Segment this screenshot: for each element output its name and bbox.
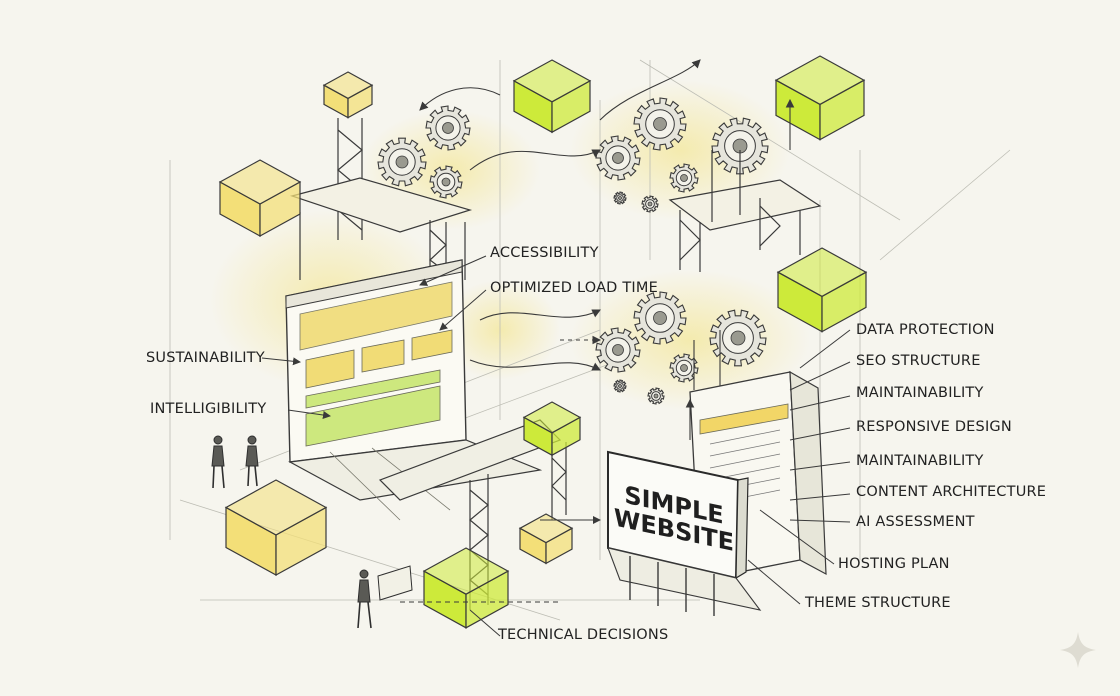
label-maintainability-2: MAINTAINABILITY [856,453,984,469]
cube-icon [774,55,866,141]
label-accessibility: ACCESSIBILITY [490,245,599,261]
gear-icon [669,353,699,383]
gear-icon [669,163,699,193]
cube-icon [776,247,868,333]
label-content-architecture: CONTENT ARCHITECTURE [856,484,1047,500]
cube-icon [522,401,582,457]
cube-group [218,55,868,629]
sparkle-icon [1060,632,1096,668]
gear-icon [595,327,641,373]
sign-board [607,450,762,616]
label-theme-structure: THEME STRUCTURE [805,595,951,611]
flow-arrows [419,59,795,440]
label-data-protection: DATA PROTECTION [856,322,995,338]
label-intelligibility: INTELLIGIBILITY [150,401,267,417]
label-hosting-plan: HOSTING PLAN [838,556,950,572]
label-sustainability: SUSTAINABILITY [146,350,265,366]
gear-icon [633,291,687,345]
label-seo-structure: SEO STRUCTURE [856,353,981,369]
cube-icon [322,71,374,119]
label-technical-decisions: TECHNICAL DECISIONS [498,627,669,643]
label-responsive-design: RESPONSIVE DESIGN [856,419,1012,435]
gear-icon [709,309,767,367]
label-maintainability-1: MAINTAINABILITY [856,385,984,401]
person-icon [211,435,413,629]
gear-icon [633,97,687,151]
gear-icon [429,165,463,199]
gear-icon [647,387,665,405]
cube-icon [422,547,510,629]
label-ai-assessment: AI ASSESSMENT [856,514,975,530]
gear-icon [425,105,471,151]
color-washes [210,80,810,410]
gear-icon [613,379,627,393]
leader-lines [261,255,851,637]
cube-icon [218,159,302,238]
gear-icon [595,135,641,181]
right-scaffolds [668,150,822,272]
cube-icon [224,479,328,577]
gear-icon [641,195,659,213]
cube-icon [512,59,592,134]
gear-icon [613,191,627,205]
gear-icon [377,137,427,187]
left-scaffold [289,118,473,280]
cube-icon [518,513,574,565]
label-optimized-load-time: OPTIMIZED LOAD TIME [490,280,658,296]
